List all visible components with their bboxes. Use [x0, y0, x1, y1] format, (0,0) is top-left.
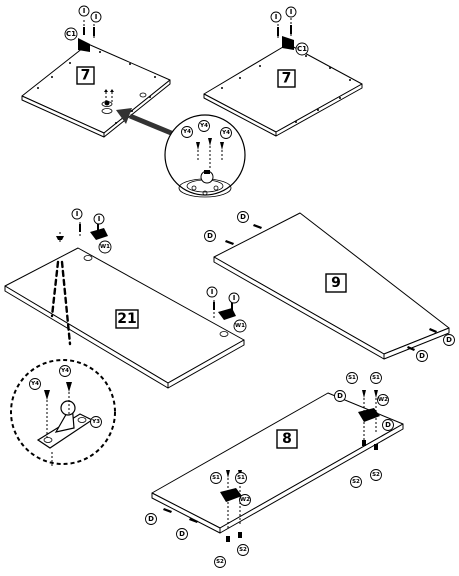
callout-y4: Y4 [59, 365, 71, 377]
step-number: 8 [282, 431, 292, 447]
svg-text:Y4: Y4 [221, 130, 230, 136]
svg-text:S2: S2 [372, 472, 380, 478]
callout-c1: C1 [64, 27, 78, 41]
svg-text:W2: W2 [378, 397, 388, 403]
callout-i: I [206, 286, 218, 298]
callout-i: I [90, 11, 102, 23]
svg-text:W1: W1 [100, 244, 110, 250]
callout-c1: C1 [295, 42, 309, 56]
svg-text:I: I [76, 210, 79, 218]
svg-text:W2: W2 [240, 497, 250, 503]
detail-circle-foot: Y4 Y4 Y4 [164, 114, 246, 198]
svg-text:D: D [385, 421, 391, 429]
callout-d: D [382, 419, 394, 431]
callout-d: D [416, 350, 428, 362]
callout-s1: S1 [235, 472, 247, 484]
panel-7-left: 7 I I C1 [21, 5, 171, 138]
svg-text:C1: C1 [66, 30, 76, 38]
callout-i: I [93, 213, 105, 225]
svg-text:I: I [233, 294, 236, 302]
svg-text:S2: S2 [239, 547, 247, 553]
callout-s1: S1 [346, 372, 358, 384]
callout-i: I [228, 292, 240, 304]
callout-w2: W2 [239, 494, 251, 506]
svg-text:I: I [211, 288, 214, 296]
svg-text:S1: S1 [372, 375, 380, 381]
callout-w1: W1 [98, 240, 112, 254]
callout-i: I [285, 6, 297, 18]
callout-d: D [237, 211, 249, 223]
svg-text:I: I [83, 7, 86, 15]
step-number: 7 [81, 68, 91, 84]
cam-lock-part [282, 36, 294, 50]
svg-text:Y4: Y4 [199, 123, 208, 129]
callout-d: D [176, 528, 188, 540]
callout-s1: S1 [370, 372, 382, 384]
svg-text:Y4: Y4 [182, 129, 191, 135]
wheel-part [218, 308, 236, 320]
callout-i: I [78, 5, 90, 17]
svg-text:S1: S1 [237, 475, 245, 481]
step-number: 7 [282, 71, 292, 87]
callout-i: I [71, 208, 83, 220]
callout-d: D [204, 230, 216, 242]
callout-y3: Y3 [90, 416, 102, 428]
step-number-box [76, 66, 95, 85]
cam-lock-part [78, 38, 90, 52]
callout-s2: S2 [214, 556, 226, 568]
svg-text:S2: S2 [352, 479, 360, 485]
svg-text:I: I [98, 215, 101, 223]
svg-text:D: D [240, 213, 246, 221]
step-number: 21 [117, 311, 136, 327]
step-number: 9 [331, 275, 341, 291]
callout-y4: Y4 [198, 120, 210, 132]
callout-d: D [443, 334, 455, 346]
callout-s1: S1 [210, 472, 222, 484]
svg-text:D: D [207, 232, 213, 240]
svg-text:D: D [446, 336, 452, 344]
svg-text:D: D [337, 392, 343, 400]
callout-d: D [145, 513, 157, 525]
callout-y4: Y4 [181, 126, 193, 138]
svg-text:I: I [290, 8, 293, 16]
wheel-part [220, 488, 242, 502]
callout-s2: S2 [237, 544, 249, 556]
panel-7-right: 7 I I C1 [203, 6, 363, 137]
svg-text:S1: S1 [212, 475, 220, 481]
svg-text:D: D [179, 530, 185, 538]
svg-text:D: D [148, 515, 154, 523]
svg-text:Y4: Y4 [30, 381, 39, 387]
callout-w1: W1 [233, 319, 247, 333]
callout-w2: W2 [377, 394, 389, 406]
callout-y4: Y4 [220, 127, 232, 139]
svg-text:D: D [419, 352, 425, 360]
callout-d: D [334, 390, 346, 402]
svg-text:W1: W1 [235, 323, 245, 329]
panel-21: 21 I I W1 I I [4, 208, 247, 389]
callout-s2: S2 [350, 476, 362, 488]
svg-text:S2: S2 [216, 559, 224, 565]
callout-y4: Y4 [29, 378, 41, 390]
detail-circle-plate: Y4 Y4 Y3 [10, 359, 116, 466]
callout-i: I [270, 11, 282, 23]
detail-arrow [116, 108, 177, 138]
svg-text:I: I [95, 13, 98, 21]
svg-text:C1: C1 [297, 45, 307, 53]
callout-s2: S2 [370, 469, 382, 481]
svg-text:S1: S1 [348, 375, 356, 381]
panel-9: 9 D D D D [204, 211, 455, 362]
wheel-part [90, 228, 108, 240]
svg-text:I: I [275, 13, 278, 21]
panel-8: 8 S1 S1 W2 D D S2 [145, 372, 404, 568]
svg-text:Y3: Y3 [91, 419, 100, 425]
svg-text:Y4: Y4 [60, 368, 69, 374]
